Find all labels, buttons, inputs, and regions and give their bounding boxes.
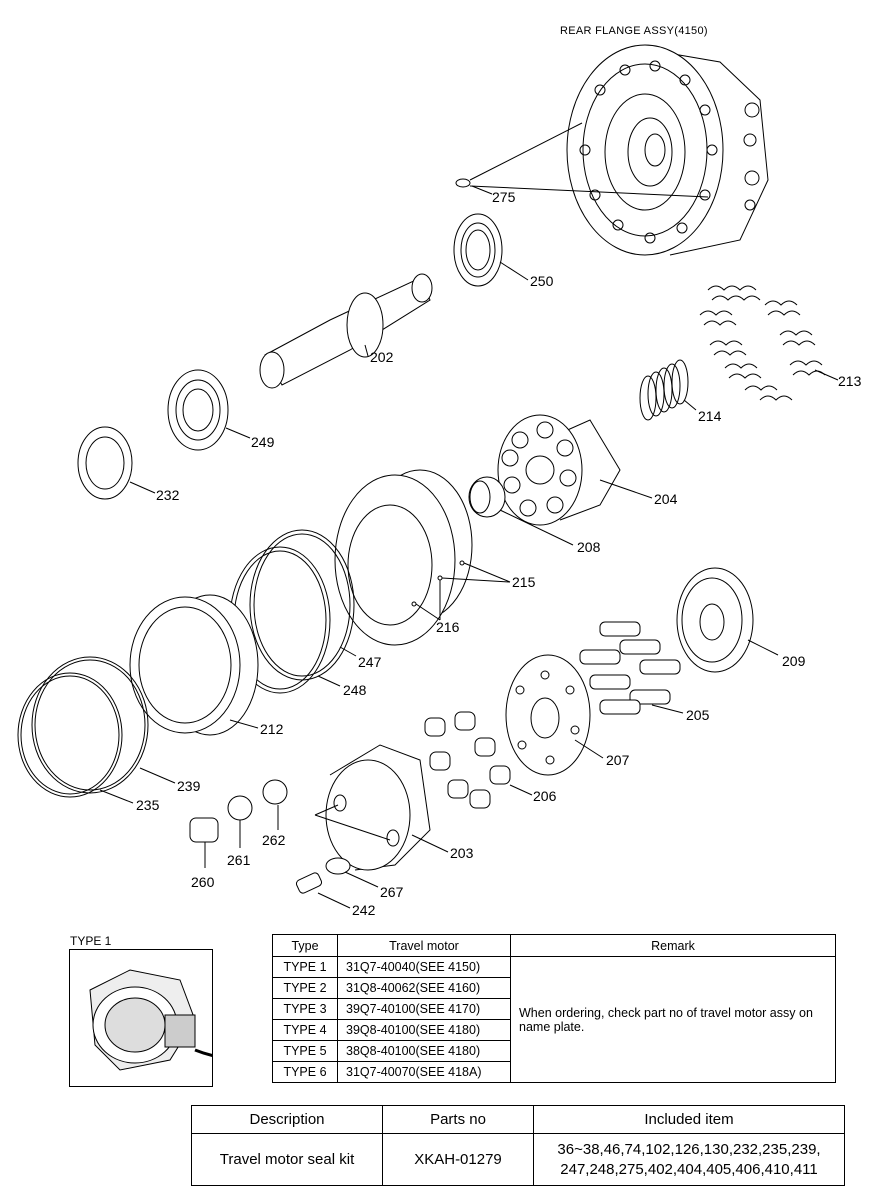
callout-203: 203: [450, 845, 474, 861]
callout-208: 208: [577, 539, 601, 555]
travel-motor-cell: 31Q7-40070(SEE 418A): [337, 1061, 511, 1083]
type-cell: TYPE 6: [272, 1061, 338, 1083]
bearing-250: [453, 213, 529, 287]
type-cell: TYPE 4: [272, 1019, 338, 1041]
callout-267: 267: [380, 884, 404, 900]
callout-209: 209: [782, 653, 806, 669]
callout-262: 262: [262, 832, 286, 848]
type-cell: TYPE 2: [272, 977, 338, 999]
col-header-description: Description: [191, 1105, 383, 1134]
parts-no-cell: XKAH-01279: [382, 1133, 534, 1186]
callout-249: 249: [251, 434, 275, 450]
brake-piston-215: [334, 469, 511, 646]
remark-cell: When ordering, check part no of travel m…: [510, 956, 836, 1083]
table-row: TYPE 3 39Q7-40100(SEE 4170): [272, 998, 836, 1020]
pivot-262: [262, 779, 288, 830]
callout-239: 239: [177, 778, 201, 794]
col-header-parts-no: Parts no: [382, 1105, 534, 1134]
swash-plate-203: [314, 744, 449, 871]
description-cell: Travel motor seal kit: [191, 1133, 383, 1186]
callout-215: 215: [512, 574, 536, 590]
o-ring-235: [17, 672, 134, 804]
callout-232: 232: [156, 487, 180, 503]
screw-242: [295, 872, 351, 909]
part-callouts: 275 250 202 213 214 249 232 204 208 215 …: [136, 189, 862, 918]
callout-205: 205: [686, 707, 710, 723]
travel-motor-cell: 31Q8-40062(SEE 4160): [337, 977, 511, 999]
seal-232: [77, 426, 156, 500]
callout-247: 247: [358, 654, 382, 670]
col-header-travel-motor: Travel motor: [337, 934, 511, 957]
cylinder-block-204: [497, 414, 653, 526]
kit-table-header-row: Description Parts no Included item: [191, 1105, 845, 1134]
spring-260: [189, 817, 219, 868]
ball-guide-208: [468, 476, 574, 546]
table-row: TYPE 5 38Q8-40100(SEE 4180): [272, 1040, 836, 1062]
callout-216: 216: [436, 619, 460, 635]
callout-206: 206: [533, 788, 557, 804]
included-items-cell: 36~38,46,74,102,126,130,232,235,239, 247…: [533, 1133, 845, 1186]
callout-214: 214: [698, 408, 722, 424]
callout-235: 235: [136, 797, 160, 813]
washer-267: [325, 857, 379, 888]
travel-motor-cell: 39Q8-40100(SEE 4180): [337, 1019, 511, 1041]
table-row: TYPE 6 31Q7-40070(SEE 418A): [272, 1061, 836, 1083]
callout-213: 213: [838, 373, 862, 389]
callout-204: 204: [654, 491, 678, 507]
seal-kit-table: Description Parts no Included item Trave…: [191, 1105, 845, 1186]
callout-248: 248: [343, 682, 367, 698]
callout-202: 202: [370, 349, 394, 365]
rear-flange-assembly: [566, 44, 769, 256]
type1-illustration: [69, 949, 246, 1087]
retainer-plate-207: [505, 654, 604, 776]
valve-plate-209: [676, 567, 779, 673]
exploded-parts-diagram: REAR FLANGE ASSY(4150) 275 250 202 213 2…: [17, 25, 862, 918]
type1-label: TYPE 1: [70, 934, 112, 948]
table-row: TYPE 4 39Q8-40100(SEE 4180): [272, 1019, 836, 1041]
col-header-included-item: Included item: [533, 1105, 845, 1134]
callout-212: 212: [260, 721, 284, 737]
included-items-line-1: 36~38,46,74,102,126,130,232,235,239,: [557, 1140, 821, 1158]
type-cell: TYPE 5: [272, 1040, 338, 1062]
pistons-205: [579, 621, 684, 715]
callout-250: 250: [530, 273, 554, 289]
collar-261: [227, 795, 253, 848]
callout-242: 242: [352, 902, 376, 918]
travel-motor-types-table: Type Travel motor Remark TYPE 1 31Q7-400…: [272, 934, 836, 1083]
travel-motor-cell: 31Q7-40040(SEE 4150): [337, 956, 511, 978]
callout-260: 260: [191, 874, 215, 890]
table-row: TYPE 2 31Q8-40062(SEE 4160): [272, 977, 836, 999]
o-ring-247: [249, 529, 357, 681]
o-ring-275: [455, 122, 709, 198]
col-header-remark: Remark: [510, 934, 836, 957]
type-cell: TYPE 1: [272, 956, 338, 978]
travel-motor-cell: 39Q7-40100(SEE 4170): [337, 998, 511, 1020]
included-items-line-2: 247,248,275,402,404,405,406,410,411: [560, 1160, 818, 1178]
shaft-202: [259, 273, 433, 389]
travel-motor-illustration: [89, 969, 246, 1071]
table-row: Travel motor seal kit XKAH-01279 36~38,4…: [191, 1133, 845, 1186]
spring-214: [639, 359, 697, 421]
bearing-249: [167, 369, 251, 451]
callout-275: 275: [492, 189, 516, 205]
callout-261: 261: [227, 852, 251, 868]
callout-207: 207: [606, 752, 630, 768]
housing-212: [129, 594, 259, 736]
col-header-type: Type: [272, 934, 338, 957]
table-row: TYPE 1 31Q7-40040(SEE 4150) When orderin…: [272, 956, 836, 1083]
springs-213: [699, 285, 839, 401]
travel-motor-cell: 38Q8-40100(SEE 4180): [337, 1040, 511, 1062]
shoes-206: [424, 711, 533, 809]
type-cell: TYPE 3: [272, 998, 338, 1020]
diagram-caption: REAR FLANGE ASSY(4150): [560, 25, 708, 37]
types-table-header-row: Type Travel motor Remark: [272, 934, 836, 957]
